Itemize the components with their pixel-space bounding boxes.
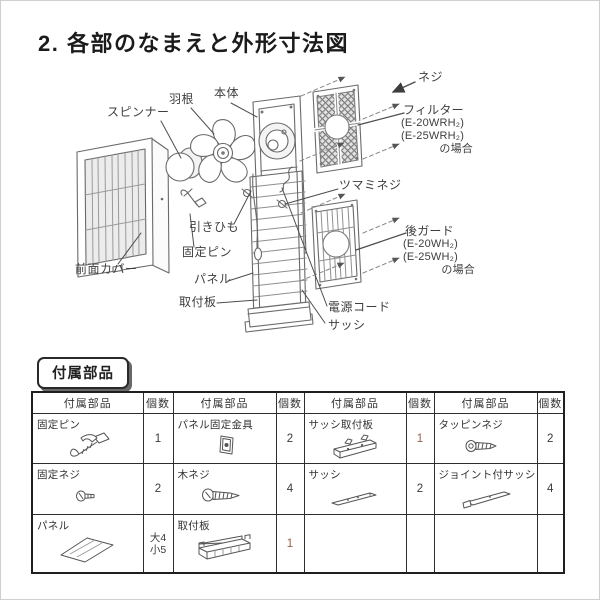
label-panel: パネル bbox=[194, 272, 232, 286]
label-pull-cord: 引きひも bbox=[189, 220, 240, 234]
table-header-row: 付属部品 個数 付属部品 個数 付属部品 個数 付属部品 個数 bbox=[31, 391, 565, 414]
part-name: タッピンネジ bbox=[438, 419, 504, 431]
part-name: サッシ bbox=[308, 469, 341, 481]
label-spinner: スピンナー bbox=[107, 105, 170, 119]
label-guard-case: の場合 bbox=[441, 264, 475, 276]
part-name: パネル bbox=[37, 520, 70, 532]
wood-screw-icon bbox=[201, 488, 239, 502]
part-qty: 1 bbox=[405, 413, 435, 464]
label-power-cord: 電源コード bbox=[328, 300, 391, 314]
label-screw: ネジ bbox=[418, 70, 444, 84]
part-qty bbox=[536, 514, 565, 574]
panel-icon bbox=[60, 537, 114, 563]
part-qty: 2 bbox=[536, 413, 565, 464]
col-header-qty: 個数 bbox=[275, 391, 305, 414]
label-filter-block: フィルター (E-20WRH₂) (E-25WRH₂) の場合 bbox=[401, 104, 483, 156]
label-filter-case: の場合 bbox=[439, 143, 473, 155]
panel-art bbox=[244, 170, 314, 333]
table-row: 固定ネジ 2 木ネジ 4 サッシ bbox=[31, 463, 565, 515]
exploded-view-diagram bbox=[76, 76, 416, 333]
label-guard-model-1: (E-20WH₂) bbox=[403, 238, 458, 250]
col-header-part: 付属部品 bbox=[31, 391, 144, 414]
col-header-qty: 個数 bbox=[142, 391, 174, 414]
panel-fixing-bracket-icon bbox=[219, 435, 233, 455]
part-qty: 1 bbox=[142, 413, 174, 464]
part-qty: 2 bbox=[275, 413, 305, 464]
sash-mounting-plate-icon bbox=[333, 434, 377, 459]
part-qty: 1 bbox=[275, 514, 305, 574]
accessory-parts-badge: 付属部品 bbox=[37, 357, 129, 389]
cell-panel-bracket: パネル固定金具 bbox=[172, 413, 277, 464]
label-front-cover: 前面カバー bbox=[75, 262, 138, 276]
col-header-qty: 個数 bbox=[536, 391, 565, 414]
cell-wood-screw: 木ネジ bbox=[172, 463, 277, 515]
page-title: 2. 各部のなまえと外形寸法図 bbox=[38, 31, 349, 56]
part-name bbox=[305, 515, 405, 518]
screw-direction-arrows bbox=[299, 76, 400, 282]
cell-fixing-screw: 固定ネジ bbox=[31, 463, 144, 515]
filter-art bbox=[312, 84, 363, 174]
part-qty bbox=[405, 514, 435, 574]
label-rear-guard: 後ガード bbox=[405, 224, 454, 238]
fan-blade-art bbox=[190, 119, 256, 183]
fixing-pin-icon bbox=[69, 432, 110, 457]
cell-tapping-screw: タッピンネジ bbox=[433, 413, 538, 464]
label-guard-model-2: (E-25WH₂) bbox=[403, 251, 458, 263]
front-cover-art bbox=[76, 137, 170, 278]
label-knob-screw: ツマミネジ bbox=[339, 178, 402, 192]
part-qty: 4 bbox=[536, 463, 565, 515]
part-qty: 4 bbox=[275, 463, 305, 515]
label-rear-guard-block: 後ガード (E-20WH₂) (E-25WH₂) の場合 bbox=[403, 225, 485, 277]
part-name: 取付板 bbox=[177, 520, 210, 532]
label-filter-model-1: (E-20WRH₂) bbox=[401, 117, 465, 129]
joint-sash-icon bbox=[462, 491, 510, 509]
part-name: ジョイント付サッシ bbox=[438, 469, 536, 481]
label-filter-model-2: (E-25WRH₂) bbox=[401, 130, 465, 142]
col-header-part: 付属部品 bbox=[433, 391, 538, 414]
label-sash: サッシ bbox=[328, 318, 366, 332]
part-name: パネル固定金具 bbox=[177, 419, 254, 431]
cell-sash-bar: サッシ bbox=[303, 463, 407, 515]
cord-and-knob-art bbox=[180, 166, 293, 261]
accessory-parts-table: 付属部品 個数 付属部品 個数 付属部品 個数 付属部品 個数 固定ピン 1 パ… bbox=[31, 391, 565, 574]
leader-lines bbox=[117, 81, 416, 324]
label-blade: 羽根 bbox=[169, 92, 195, 106]
mounting-plate-icon bbox=[198, 534, 250, 560]
fixing-screw-icon bbox=[75, 490, 95, 502]
col-header-part: 付属部品 bbox=[303, 391, 407, 414]
label-mounting-plate: 取付板 bbox=[179, 295, 217, 309]
label-filter: フィルター bbox=[403, 103, 464, 117]
part-name: サッシ取付板 bbox=[308, 419, 374, 431]
part-qty: 大4 小5 bbox=[142, 514, 174, 574]
tapping-screw-icon bbox=[465, 440, 496, 452]
cell-fixing-pin: 固定ピン bbox=[31, 413, 144, 464]
part-name: 固定ピン bbox=[37, 419, 81, 431]
label-fixing-pin: 固定ピン bbox=[182, 245, 233, 259]
label-body: 本体 bbox=[214, 86, 240, 100]
table-row: 固定ピン 1 パネル固定金具 2 サッシ取付板 bbox=[31, 413, 565, 464]
col-header-part: 付属部品 bbox=[172, 391, 277, 414]
cell-sash-plate: サッシ取付板 bbox=[303, 413, 407, 464]
cell-joint-sash: ジョイント付サッシ bbox=[433, 463, 538, 515]
cell-empty bbox=[433, 514, 538, 574]
table-row: パネル 大4 小5 取付板 1 bbox=[31, 514, 565, 574]
col-header-qty: 個数 bbox=[405, 391, 435, 414]
part-name: 固定ネジ bbox=[37, 469, 81, 481]
cell-mounting-plate: 取付板 bbox=[172, 514, 277, 574]
cell-panel-sheet: パネル bbox=[31, 514, 144, 574]
part-qty: 2 bbox=[142, 463, 174, 515]
sash-icon bbox=[331, 492, 377, 506]
cell-empty bbox=[303, 514, 407, 574]
part-name bbox=[435, 515, 536, 518]
rear-guard-art bbox=[311, 199, 362, 290]
part-qty: 2 bbox=[405, 463, 435, 515]
part-name: 木ネジ bbox=[177, 469, 210, 481]
